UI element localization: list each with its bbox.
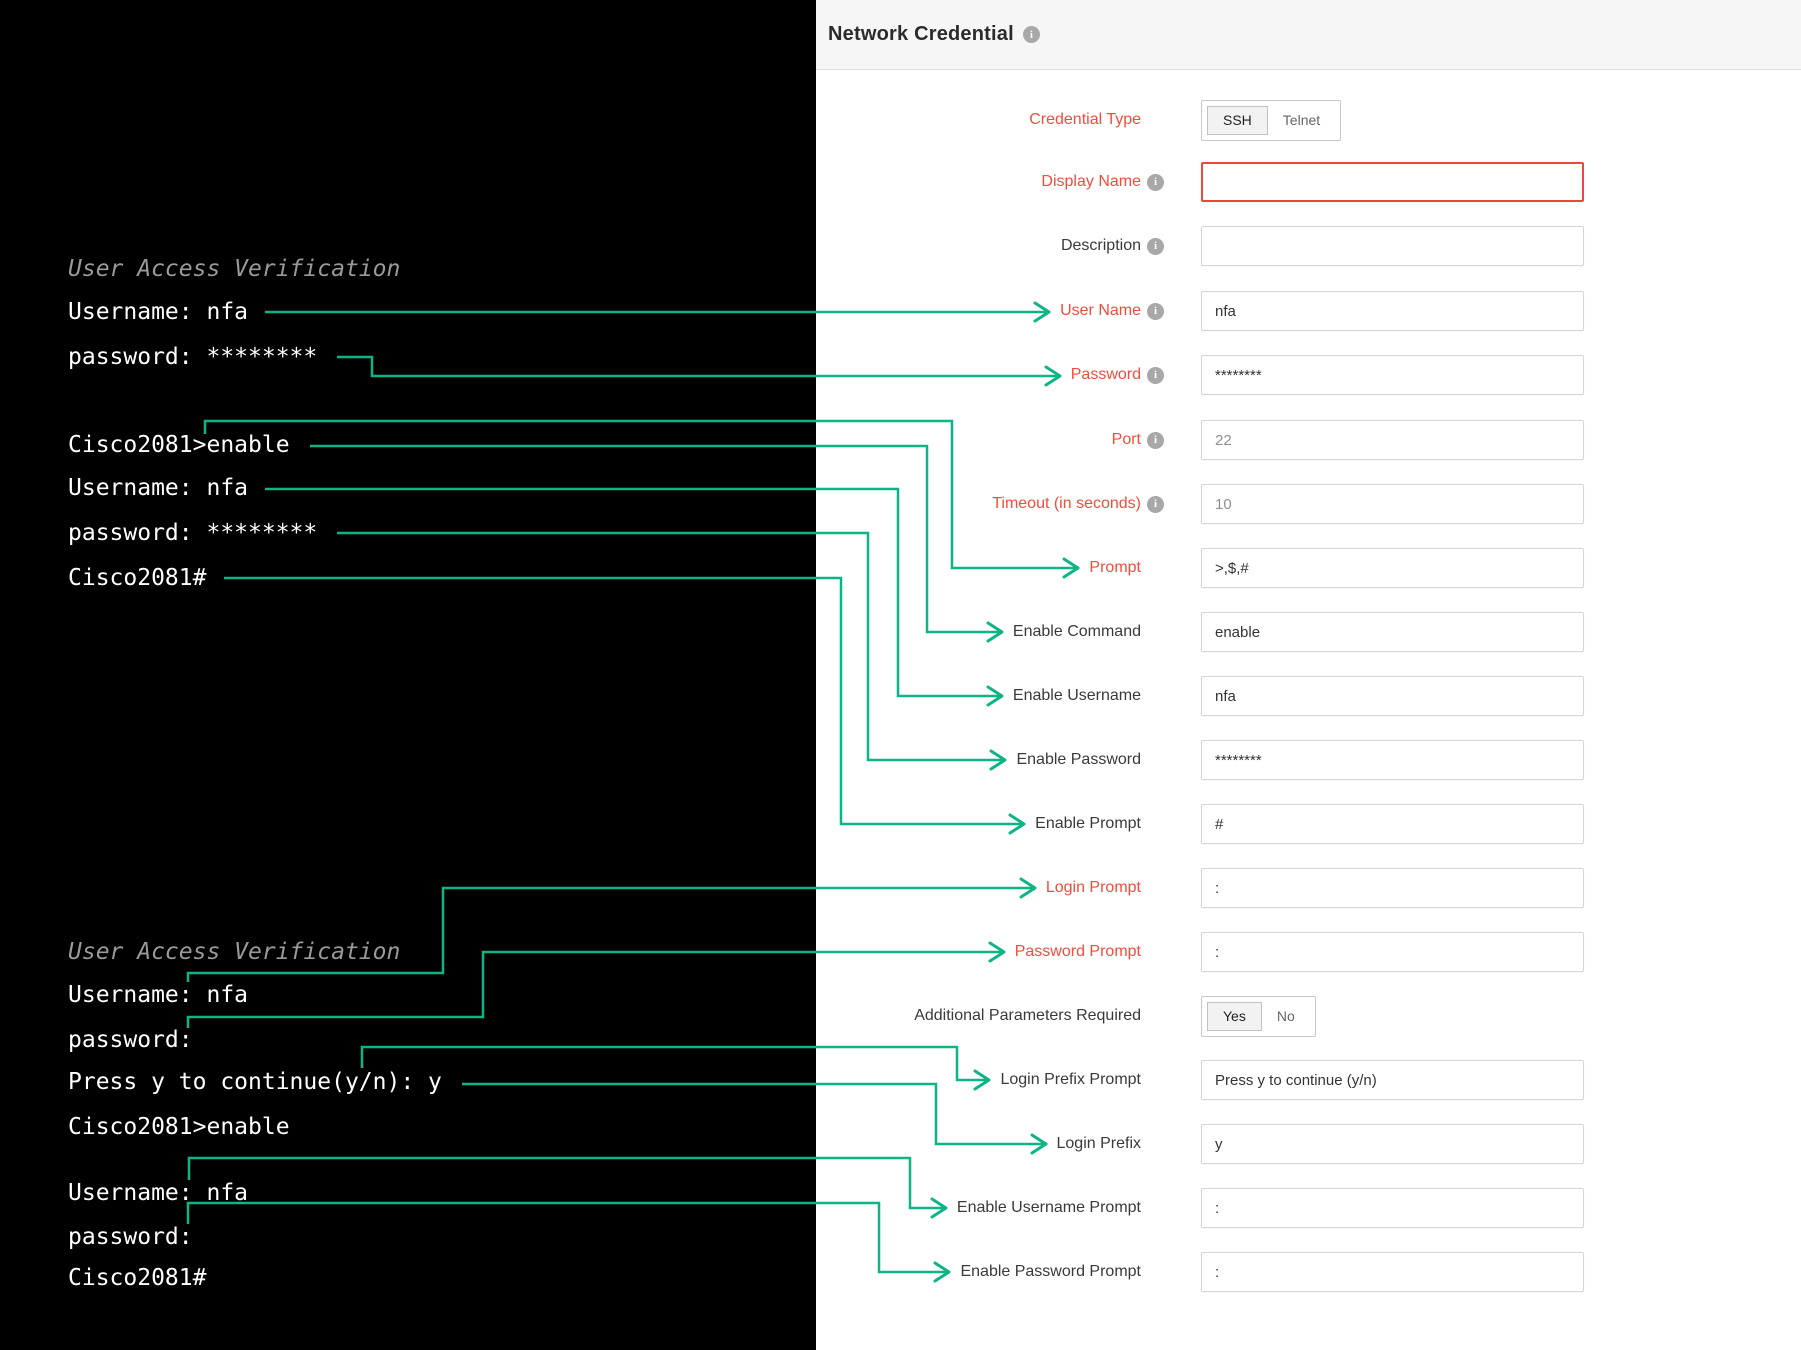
description-input[interactable] xyxy=(1201,226,1584,266)
login-prefix-prompt-input[interactable] xyxy=(1201,1060,1584,1100)
password-prompt-label: Password Prompt xyxy=(1014,943,1141,960)
password-prompt-row: Password Prompt xyxy=(0,932,1801,972)
credential-type-toggle: SSH Telnet xyxy=(1201,99,1342,141)
info-icon[interactable] xyxy=(1147,366,1164,384)
credential-type-row: Credential Type SSH Telnet xyxy=(0,99,1801,141)
timeout-row: Timeout (in seconds) xyxy=(0,484,1801,524)
login-prefix-row: Login Prefix xyxy=(0,1124,1801,1164)
enable-username-prompt-label: Enable Username Prompt xyxy=(956,1199,1141,1216)
panel-header: Network Credential xyxy=(816,0,1801,70)
enable-password-input[interactable] xyxy=(1201,740,1584,780)
enable-username-row: Enable Username xyxy=(0,676,1801,716)
enable-password-prompt-input[interactable] xyxy=(1201,1252,1584,1292)
additional-parameters-toggle: Yes No xyxy=(1201,995,1316,1037)
enable-password-label: Enable Password xyxy=(1016,751,1141,768)
login-prefix-input[interactable] xyxy=(1201,1124,1584,1164)
enable-prompt-label: Enable Prompt xyxy=(1035,815,1141,832)
info-icon[interactable] xyxy=(1147,302,1164,320)
prompt-row: Prompt xyxy=(0,548,1801,588)
user-name-input[interactable] xyxy=(1201,291,1584,331)
telnet-option[interactable]: Telnet xyxy=(1282,112,1321,128)
enable-prompt-input[interactable] xyxy=(1201,804,1584,844)
password-prompt-input[interactable] xyxy=(1201,932,1584,972)
prompt-input[interactable] xyxy=(1201,548,1584,588)
timeout-input[interactable] xyxy=(1201,484,1584,524)
additional-parameters-label: Additional Parameters Required xyxy=(914,1007,1141,1024)
enable-password-row: Enable Password xyxy=(0,740,1801,780)
port-label: Port xyxy=(1112,420,1164,460)
terminal-line: password: xyxy=(68,1224,193,1250)
enable-password-prompt-label: Enable Password Prompt xyxy=(960,1263,1141,1280)
terminal-line: Cisco2081# xyxy=(68,1265,207,1291)
terminal-line: User Access Verification xyxy=(68,256,401,282)
terminal-line: Username: nfa xyxy=(68,299,249,325)
terminal-line: Cisco2081# xyxy=(68,565,207,591)
description-label: Description xyxy=(1061,226,1164,266)
password-input[interactable] xyxy=(1201,355,1584,395)
page-title: Network Credential xyxy=(828,23,1014,45)
prompt-label: Prompt xyxy=(1089,559,1141,576)
info-icon[interactable] xyxy=(1147,495,1164,513)
timeout-label: Timeout (in seconds) xyxy=(992,484,1164,524)
info-icon[interactable] xyxy=(1022,26,1040,43)
terminal-line: password: ******** xyxy=(68,344,318,370)
info-icon[interactable] xyxy=(1147,431,1164,449)
port-row: Port xyxy=(0,420,1801,460)
terminal-line: Cisco2081>enable xyxy=(68,1114,290,1140)
display-name-row: Display Name xyxy=(0,162,1801,202)
enable-username-prompt-input[interactable] xyxy=(1201,1188,1584,1228)
terminal-line: password: xyxy=(68,1027,193,1053)
login-prompt-input[interactable] xyxy=(1201,868,1584,908)
enable-command-label: Enable Command xyxy=(1012,623,1141,640)
description-row: Description xyxy=(0,226,1801,266)
yes-option[interactable]: Yes xyxy=(1207,1001,1262,1031)
enable-command-input[interactable] xyxy=(1201,612,1584,652)
credential-type-label: Credential Type xyxy=(1029,111,1141,128)
enable-username-input[interactable] xyxy=(1201,676,1584,716)
login-prefix-prompt-label: Login Prefix Prompt xyxy=(1000,1071,1141,1088)
info-icon[interactable] xyxy=(1147,173,1164,191)
port-input[interactable] xyxy=(1201,420,1584,460)
no-option[interactable]: No xyxy=(1276,1008,1295,1024)
user-name-label: User Name xyxy=(1060,291,1164,331)
additional-parameters-row: Additional Parameters Required Yes No xyxy=(0,995,1801,1037)
display-name-label: Display Name xyxy=(1041,162,1164,202)
enable-prompt-row: Enable Prompt xyxy=(0,804,1801,844)
user-name-row: User Name xyxy=(0,291,1801,331)
enable-username-label: Enable Username xyxy=(1012,687,1141,704)
ssh-option[interactable]: SSH xyxy=(1207,105,1268,135)
enable-username-prompt-row: Enable Username Prompt xyxy=(0,1188,1801,1228)
login-prompt-label: Login Prompt xyxy=(1045,879,1141,896)
login-prefix-prompt-row: Login Prefix Prompt xyxy=(0,1060,1801,1100)
login-prompt-row: Login Prompt xyxy=(0,868,1801,908)
enable-command-row: Enable Command xyxy=(0,612,1801,652)
display-name-input[interactable] xyxy=(1201,162,1584,202)
info-icon[interactable] xyxy=(1147,237,1164,255)
password-label: Password xyxy=(1071,355,1164,395)
login-prefix-label: Login Prefix xyxy=(1056,1135,1142,1152)
enable-password-prompt-row: Enable Password Prompt xyxy=(0,1252,1801,1292)
password-row: Password xyxy=(0,355,1801,395)
